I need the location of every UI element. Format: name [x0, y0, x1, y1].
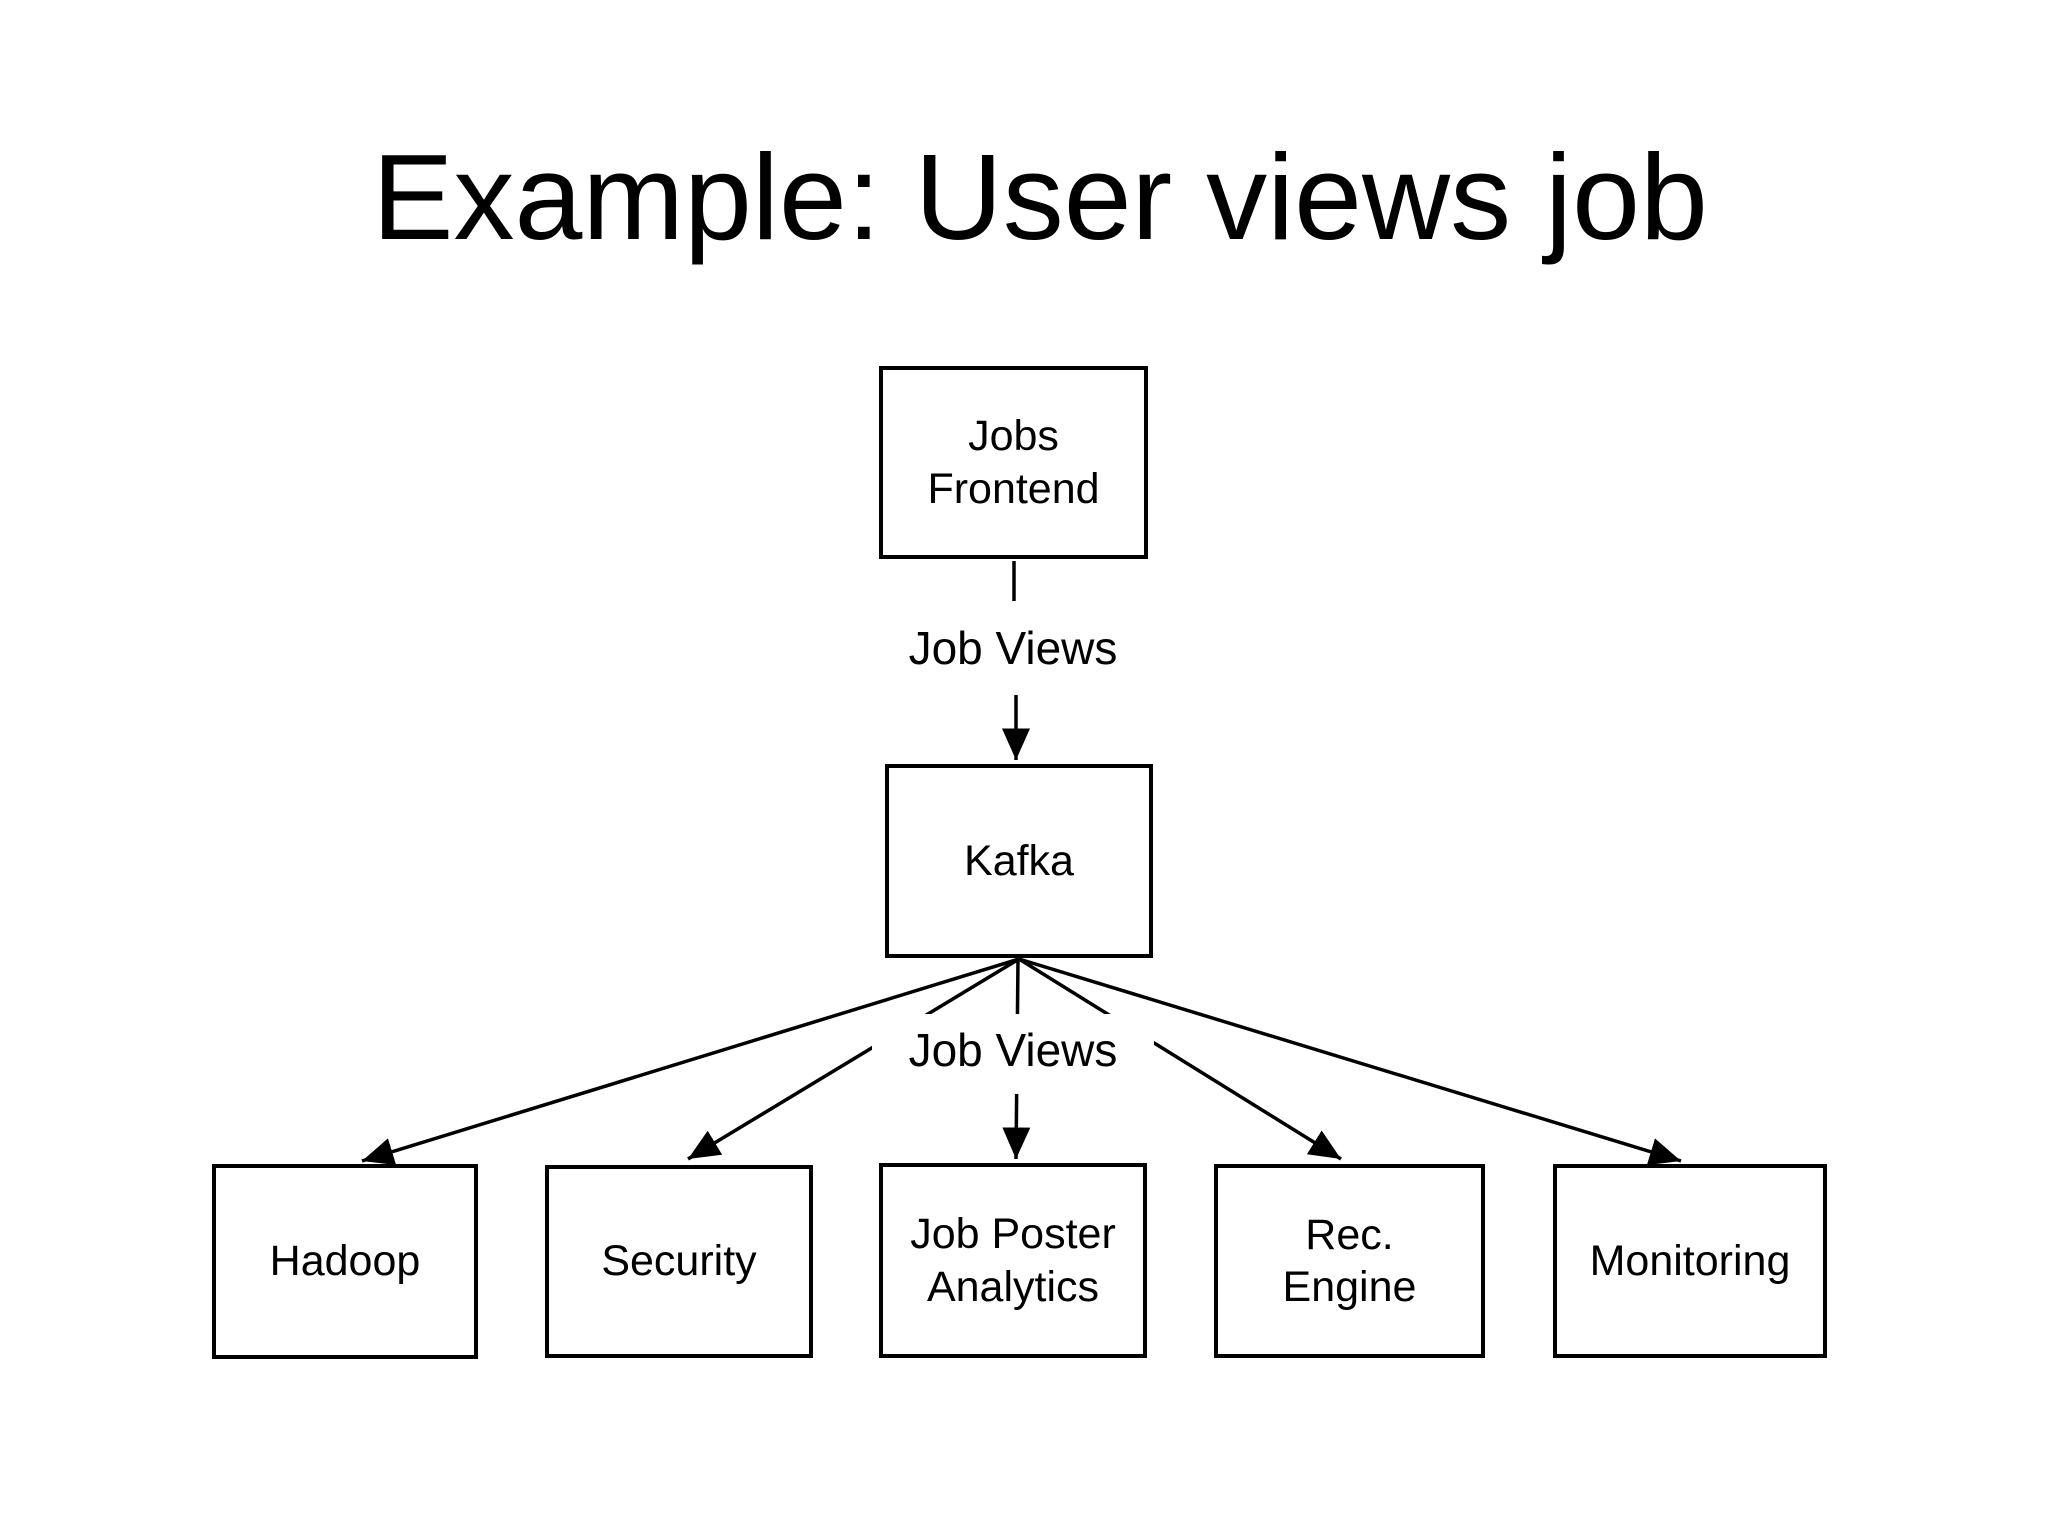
- node-security: Security: [545, 1165, 813, 1358]
- node-job-poster-analytics: Job Poster Analytics: [879, 1163, 1147, 1358]
- edge-kafka-to-security-arrow: [687, 957, 1020, 1161]
- node-hadoop: Hadoop: [212, 1164, 478, 1359]
- edge-label-job-views-upper: Job Views: [908, 622, 1118, 674]
- node-jobs-frontend: Jobs Frontend: [879, 366, 1148, 559]
- edge-kafka-to-monitoring-arrow: [1018, 957, 1682, 1166]
- edge-kafka-to-hadoop-arrow: [361, 957, 1020, 1166]
- edge-label-job-views-lower: Job Views: [908, 1024, 1118, 1076]
- node-rec-engine: Rec. Engine: [1214, 1164, 1485, 1358]
- node-monitoring: Monitoring: [1553, 1164, 1827, 1358]
- node-kafka: Kafka: [885, 764, 1153, 958]
- edge-label-mask: [872, 1014, 1154, 1094]
- slide-title: Example: User views job: [372, 129, 1708, 265]
- edge-kafka-to-recengine-arrow: [1018, 957, 1342, 1161]
